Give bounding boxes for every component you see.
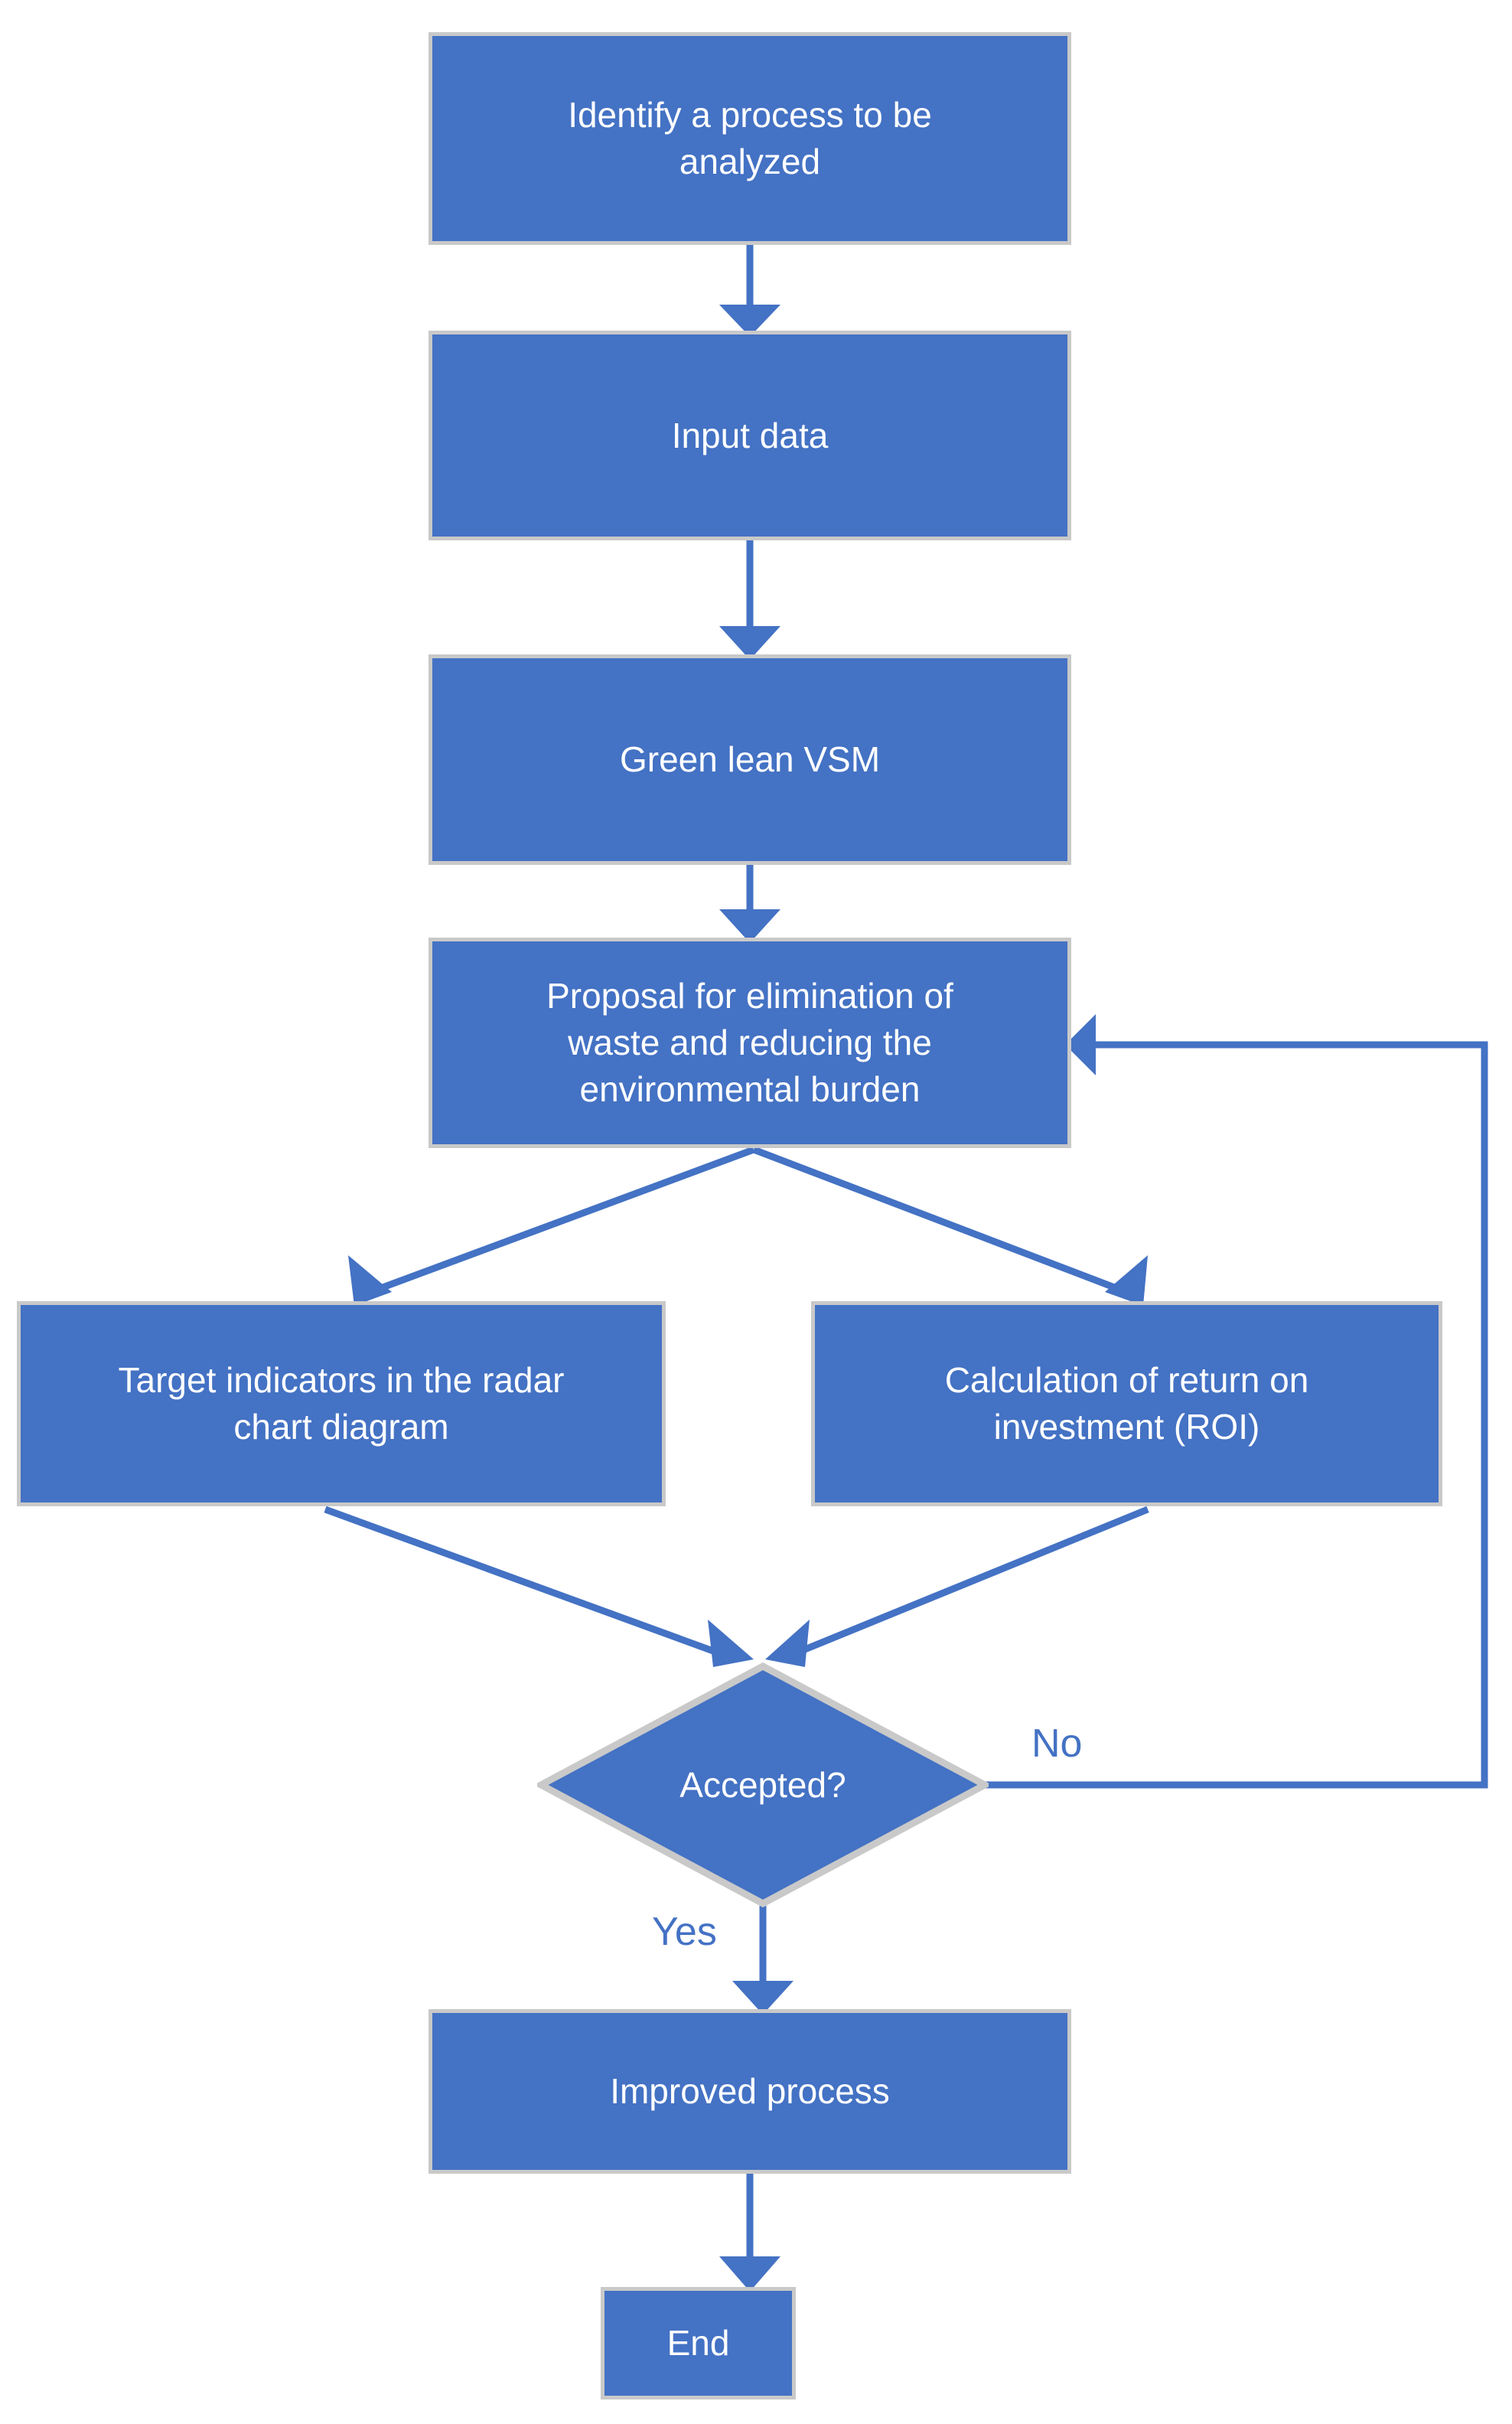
node-end[interactable]: End [601,2287,796,2400]
node-proposal-elimination-waste[interactable]: Proposal for elimination of waste and re… [429,938,1071,1148]
node-green-lean-vsm[interactable]: Green lean VSM [429,654,1071,865]
node-accepted-label: Accepted? [679,1764,846,1805]
edge-improved-to-end [719,2174,780,2292]
edge-roi-to-accepted [765,1506,1149,1667]
diamond-shape [537,1662,989,1907]
edge-proposal-to-radar [348,1146,755,1306]
node-input-data[interactable]: Input data [429,331,1071,540]
node-identify-process[interactable]: Identify a process to be analyzed [429,32,1071,245]
edge-proposal-to-roi [752,1146,1148,1306]
edge-input-to-vsm [719,540,780,660]
edge-accepted-to-improved-yes [732,1906,793,2015]
node-calculation-roi[interactable]: Calculation of return on investment (ROI… [811,1301,1442,1506]
edge-radar-to-accepted [324,1506,754,1667]
edge-identify-to-input [719,245,780,337]
node-accepted-decision[interactable]: Accepted? [537,1662,989,1907]
edge-vsm-to-proposal [719,865,780,943]
edge-label-yes: Yes [652,1910,717,1954]
node-target-indicators-radar-chart[interactable]: Target indicators in the radar chart dia… [17,1301,666,1506]
edge-label-no: No [1031,1721,1083,1766]
node-improved-process[interactable]: Improved process [429,2009,1071,2174]
